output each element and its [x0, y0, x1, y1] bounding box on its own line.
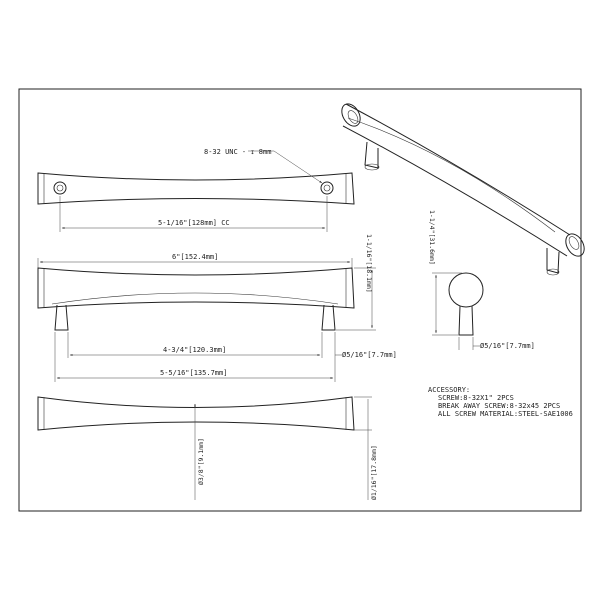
- post-dia-label: Ø5/16"[7.7mm]: [342, 351, 397, 359]
- bottom-view: Ø3/8"[9.1mm] Ø1/16"[17.8mm]: [37, 396, 378, 500]
- accessory-note: ACCESSORY: SCREW:8-32X1" 2PCS BREAK AWAY…: [428, 386, 573, 418]
- mount-hole-right: [320, 181, 334, 195]
- post-left: [54, 304, 69, 331]
- mount-hole-left: [53, 181, 67, 195]
- accessory-line-2: BREAK AWAY SCREW:8-32x45 2PCS: [438, 402, 560, 410]
- end-view: 1-1/4"[31.6mm] Ø5/16"[7.7mm]: [428, 210, 535, 350]
- drawing-border: [18, 88, 582, 512]
- top-view: 8-32 UNC - ↧ 8mm 5-1/16"[128mm] CC: [37, 148, 355, 232]
- end-height-label: 1-1/4"[31.6mm]: [428, 210, 436, 265]
- post-right: [321, 304, 336, 331]
- overall-length-label: 6"[152.4mm]: [172, 253, 218, 261]
- accessory-line-3: ALL SCREW MATERIAL:STEEL-SAE1006: [438, 410, 573, 418]
- isometric-view: [341, 103, 585, 276]
- accessory-title: ACCESSORY:: [428, 386, 470, 394]
- accessory-line-1: SCREW:8-32X1" 2PCS: [438, 394, 514, 402]
- front-view: 6"[152.4mm] 1-1/16"[18.1mm] 4-3/4"[120.3…: [37, 234, 397, 382]
- end-dia-label: Ø1/16"[17.8mm]: [370, 445, 378, 500]
- cc-spacing-label: 5-1/16"[128mm] CC: [158, 219, 230, 227]
- projection-label: 1-1/16"[18.1mm]: [365, 234, 373, 293]
- end-post-dia-label: Ø5/16"[7.7mm]: [480, 342, 535, 350]
- outer-span-label: 5-5/16"[135.7mm]: [160, 369, 227, 377]
- post-spacing-label: 4-3/4"[120.3mm]: [163, 346, 226, 354]
- hole-spec-label: 8-32 UNC - ↧ 8mm: [204, 148, 271, 156]
- center-dia-label: Ø3/8"[9.1mm]: [197, 438, 205, 485]
